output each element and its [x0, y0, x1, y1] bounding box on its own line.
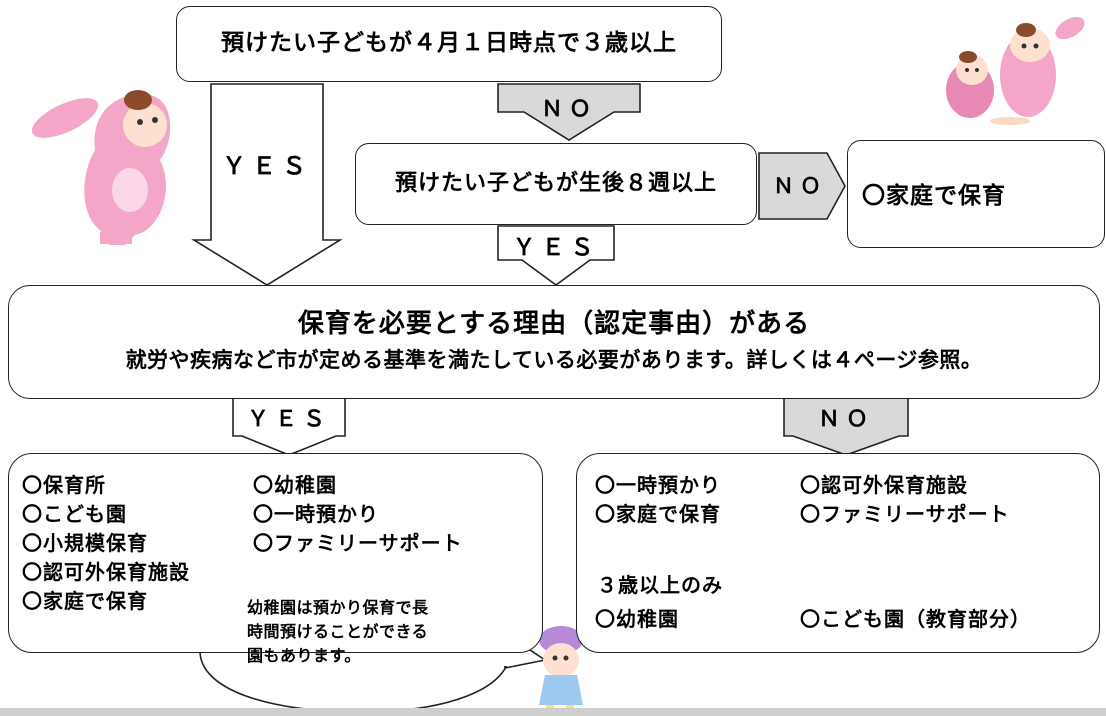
- no-down-arrow-3: [783, 397, 909, 456]
- option-item: 〇一時預かり: [253, 502, 379, 526]
- question-weeks-box: [355, 143, 757, 225]
- option-item: 〇家庭で保育: [595, 502, 721, 526]
- yes-label-left: ＹＥＳ: [222, 152, 312, 180]
- bubble-line: 園もあります。: [247, 646, 361, 665]
- home-care-box: [847, 140, 1105, 248]
- no-label-3: ＮＯ: [817, 407, 874, 432]
- no-label-2: ＮＯ: [773, 174, 827, 198]
- yes-down-arrow-2: [497, 225, 615, 286]
- mascot-purple-illustration: [539, 625, 595, 708]
- yes-label-3: ＹＥＳ: [246, 407, 331, 432]
- bubble-line: 時間預けることができる: [247, 622, 429, 641]
- option-item: 〇こども園: [22, 502, 127, 526]
- question-age-text: 預けたい子どもが４月１日時点で３歳以上: [221, 30, 677, 56]
- option-item: 〇認可外保育施設: [22, 560, 190, 584]
- question-weeks-text: 預けたい子どもが生後８週以上: [394, 171, 717, 196]
- yes-down-arrow: [191, 83, 343, 286]
- option-item: 〇幼稚園: [595, 607, 679, 631]
- bottom-divider: [0, 708, 1106, 716]
- no-options-col1: 〇一時預かり 〇家庭で保育: [595, 472, 721, 530]
- no-right-arrow-2: [758, 152, 846, 220]
- option-item: 〇認可外保育施設: [800, 473, 968, 497]
- yes-options-col2: 〇幼稚園 〇一時預かり 〇ファミリーサポート: [253, 472, 463, 559]
- option-item: 〇ファミリーサポート: [800, 502, 1010, 526]
- yes-options-col1: 〇保育所 〇こども園 〇小規模保育 〇認可外保育施設 〇家庭で保育: [22, 472, 190, 617]
- certification-note: 就労や疾病など市が定める基準を満たしている必要があります。詳しくは４ページ参照。: [125, 348, 983, 372]
- option-item: 〇小規模保育: [22, 531, 148, 555]
- mascot-pair-illustration: [946, 16, 1085, 125]
- option-item: 〇保育所: [22, 473, 106, 497]
- option-item: 〇こども園（教育部分）: [800, 607, 1031, 631]
- mascot-left-illustration: [31, 90, 171, 245]
- no-options-box: [576, 453, 1100, 653]
- yes-options-box: [8, 453, 543, 653]
- option-item: 〇ファミリーサポート: [253, 531, 463, 555]
- no-options-col2: 〇認可外保育施設 〇ファミリーサポート: [800, 472, 1010, 530]
- no-down-arrow-1: [497, 83, 641, 141]
- home-care-text: 〇家庭で保育: [862, 183, 1006, 209]
- no-label-1: ＮＯ: [540, 97, 597, 122]
- yes-down-arrow-3: [232, 397, 346, 456]
- age-label: ３歳以上のみ: [597, 573, 723, 597]
- speech-bubble-text: 幼稚園は預かり保育で長 時間預けることができる 園もあります。: [247, 596, 429, 668]
- option-item: 〇家庭で保育: [22, 589, 148, 613]
- certification-box: [8, 285, 1100, 399]
- question-age-box: [176, 6, 722, 82]
- bubble-line: 幼稚園は預かり保育で長: [247, 598, 429, 617]
- option-item: 〇幼稚園: [253, 473, 337, 497]
- yes-label-2: ＹＥＳ: [512, 235, 600, 261]
- option-item: 〇一時預かり: [595, 473, 721, 497]
- certification-title: 保育を必要とする理由（認定事由）がある: [297, 309, 811, 339]
